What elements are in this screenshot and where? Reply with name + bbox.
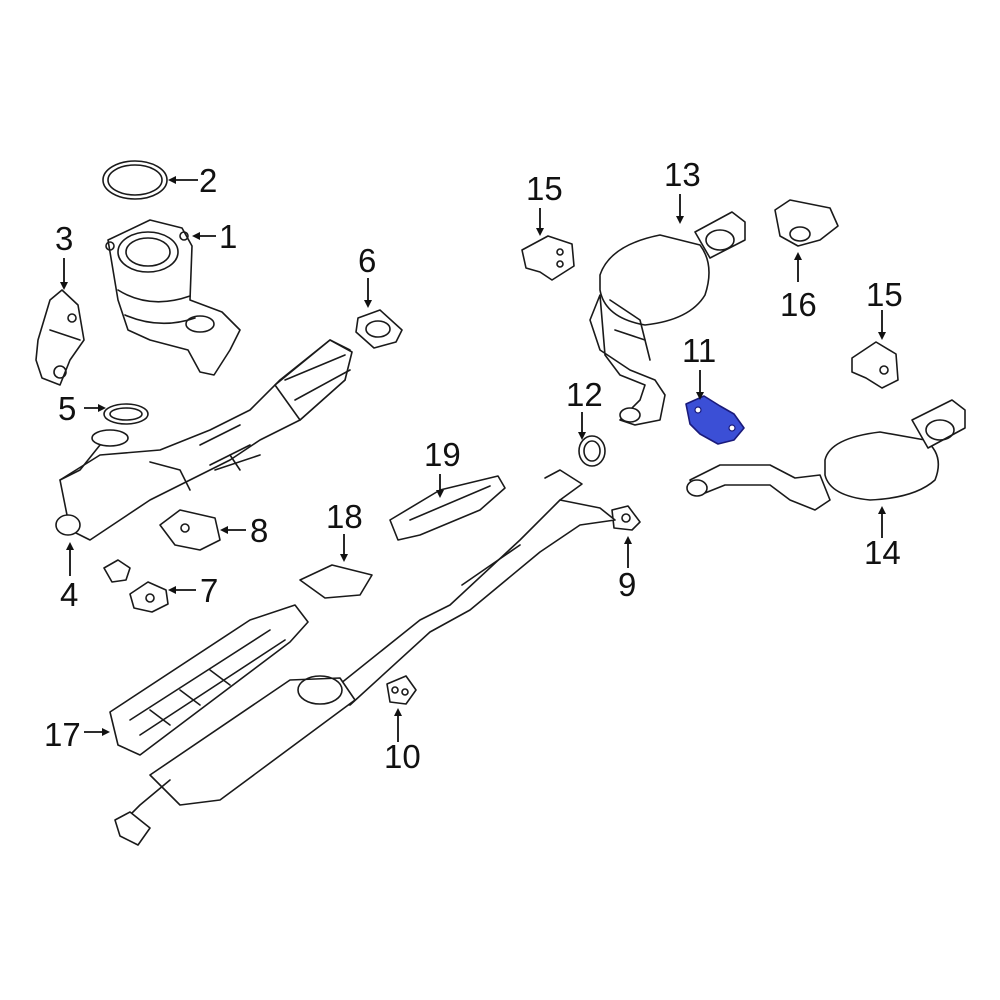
part-14-muffler-right[interactable]: [686, 399, 966, 511]
callout-7[interactable]: 7: [200, 572, 218, 609]
callout-16[interactable]: 16: [780, 286, 817, 323]
part-10-rubber-hanger[interactable]: [386, 675, 417, 705]
center-pipe-resonator[interactable]: [114, 469, 616, 846]
part-6-flange-gasket[interactable]: [355, 309, 403, 349]
callout-4[interactable]: 4: [60, 576, 78, 613]
callout-12[interactable]: 12: [566, 376, 603, 413]
callout-11[interactable]: 11: [682, 332, 716, 369]
part-19-heat-shield[interactable]: [389, 475, 506, 541]
part-3-heat-shield[interactable]: [35, 289, 85, 386]
part-18-heat-insulator[interactable]: [299, 564, 373, 599]
callout-13[interactable]: 13: [664, 156, 701, 193]
part-16-tail-finisher[interactable]: [774, 199, 839, 247]
part-15-bracket-upper[interactable]: [521, 235, 575, 281]
part-15-bracket-right[interactable]: [851, 341, 899, 389]
part-12-gasket[interactable]: [578, 435, 606, 467]
part-8-bracket[interactable]: [159, 509, 221, 551]
part-11-exhaust-hanger[interactable]: [685, 395, 745, 445]
part-17-floor-heat-shield[interactable]: [109, 604, 309, 756]
callout-14[interactable]: 14: [864, 534, 901, 571]
callout-15-right[interactable]: 15: [866, 276, 903, 313]
callout-19[interactable]: 19: [424, 436, 461, 473]
part-9-flange[interactable]: [611, 505, 641, 531]
callout-3[interactable]: 3: [55, 220, 73, 257]
callout-6[interactable]: 6: [358, 242, 376, 279]
callout-15-upper[interactable]: 15: [526, 170, 563, 207]
callout-9[interactable]: 9: [618, 566, 636, 603]
callout-5[interactable]: 5: [58, 390, 76, 427]
part-2-gasket-ring[interactable]: [102, 160, 168, 200]
part-7-sensor-clip[interactable]: [103, 559, 169, 613]
callout-arrows: [60, 176, 886, 742]
part-5-gasket[interactable]: [103, 403, 149, 425]
callout-labels: 1 2 3 4 5 6 7 8 9 10 11 12 13 14 15 15 1…: [44, 156, 903, 775]
callout-10[interactable]: 10: [384, 738, 421, 775]
callout-2[interactable]: 2: [199, 162, 217, 199]
front-pipe-assembly[interactable]: [55, 339, 353, 541]
callout-17[interactable]: 17: [44, 716, 81, 753]
callout-1[interactable]: 1: [219, 218, 237, 255]
part-13-muffler-left[interactable]: [589, 211, 746, 426]
callout-8[interactable]: 8: [250, 512, 268, 549]
part-1-catalytic-converter[interactable]: [105, 219, 241, 376]
callout-18[interactable]: 18: [326, 498, 363, 535]
